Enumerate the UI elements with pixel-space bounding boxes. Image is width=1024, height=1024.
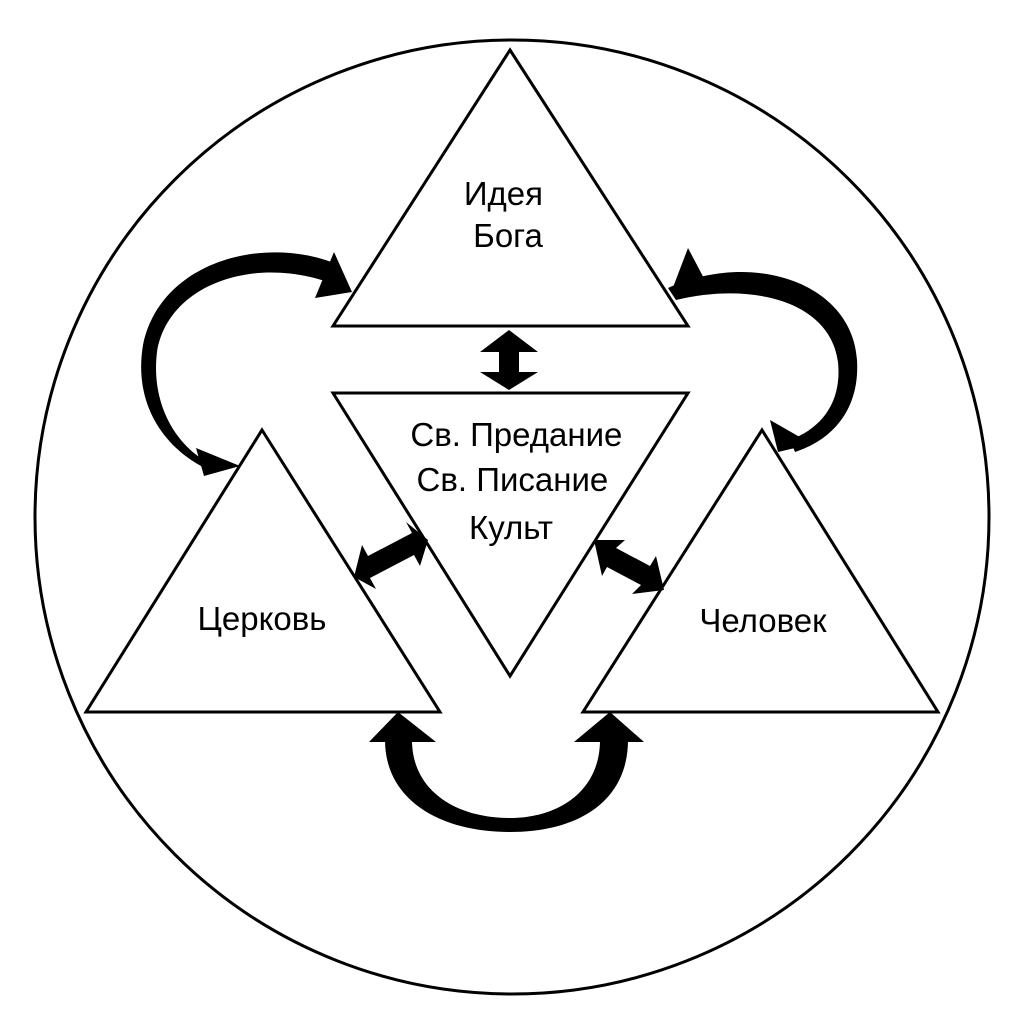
- person-line: Человек: [699, 602, 827, 639]
- center-line: Св. Предание: [410, 416, 622, 453]
- god-idea-line: Бога: [473, 217, 543, 254]
- curved-arrow-left: [141, 252, 352, 476]
- center-triangle: [330, 391, 691, 679]
- church-triangle: [83, 427, 443, 714]
- person-triangle: [580, 427, 941, 714]
- person-label: Человек: [699, 602, 827, 639]
- church-label: Церковь: [197, 600, 326, 637]
- center-line: Св. Писание: [417, 461, 609, 498]
- god-idea-line: Идея: [464, 175, 543, 212]
- curved-arrow-bottom: [369, 712, 644, 832]
- curved-arrow-right: [668, 248, 858, 452]
- god-idea-label: Идея Бога: [464, 175, 552, 254]
- double-arrow-left: [354, 522, 428, 589]
- church-line: Церковь: [197, 600, 326, 637]
- god-idea-triangle: [330, 47, 691, 328]
- center-label: Св. Предание Св. Писание Культ: [410, 416, 631, 546]
- double-arrow-right: [594, 540, 664, 594]
- center-line: Культ: [469, 509, 553, 546]
- double-arrow-top: [480, 330, 538, 390]
